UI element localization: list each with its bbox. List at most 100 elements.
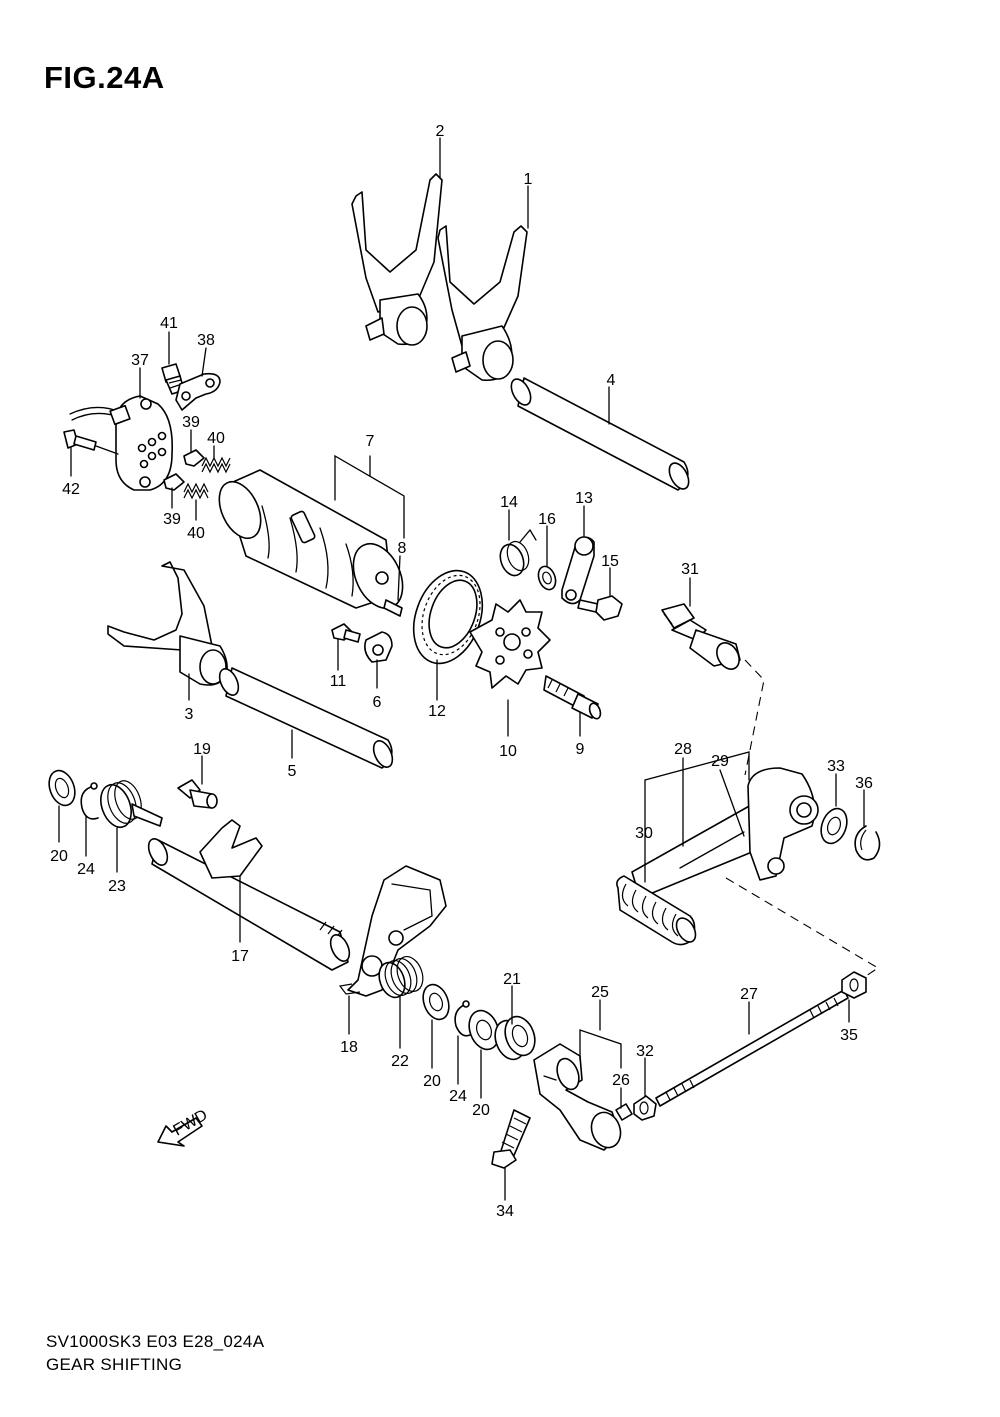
fork-shaft-4 xyxy=(510,377,690,491)
callout-24-left: 24 xyxy=(77,861,95,878)
callout-17: 17 xyxy=(231,948,249,965)
callout-19: 19 xyxy=(193,741,211,758)
spring-22 xyxy=(378,955,424,999)
bearing-12 xyxy=(412,569,484,665)
callout-8: 8 xyxy=(398,540,407,557)
callout-40-lower: 40 xyxy=(187,525,205,542)
shift-fork-3 xyxy=(107,561,228,686)
bolt-42 xyxy=(63,429,119,455)
callout-20-left: 20 xyxy=(50,848,68,865)
assembly-line-31 xyxy=(744,659,765,776)
figure-title: FIG.24A xyxy=(44,60,165,95)
spring-14 xyxy=(499,528,537,577)
stud-bolt-19 xyxy=(177,779,218,809)
diagram-caption: GEAR SHIFTING xyxy=(46,1355,183,1374)
cam-stopper-6 xyxy=(364,631,393,663)
callout-23: 23 xyxy=(108,878,126,895)
pin-39-lower xyxy=(163,473,185,491)
figure-footer: SV1000SK3 E03 E28_024A GEAR SHIFTING xyxy=(46,1330,264,1376)
oil-seal-21 xyxy=(494,1015,536,1061)
pin-8 xyxy=(383,599,403,617)
callout-40-upper: 40 xyxy=(207,430,225,447)
gearshift-rod-27 xyxy=(655,989,849,1107)
circlip-24-left xyxy=(80,782,99,820)
callout-29: 29 xyxy=(711,753,729,770)
callout-3: 3 xyxy=(185,706,194,723)
pin-39-upper xyxy=(183,449,205,467)
bolt-9 xyxy=(543,675,602,720)
gearshift-link-25 xyxy=(533,1043,622,1151)
return-spring-23 xyxy=(100,780,163,829)
shift-fork-2 xyxy=(351,173,443,346)
spring-40-upper xyxy=(201,456,231,474)
gear-position-sensor-37 xyxy=(69,395,174,491)
callout-22: 22 xyxy=(391,1053,409,1070)
callout-24-mid: 24 xyxy=(449,1088,467,1105)
callout-30: 30 xyxy=(635,825,653,842)
nut-35 xyxy=(841,971,867,999)
callout-15: 15 xyxy=(601,553,619,570)
washer-16 xyxy=(537,565,557,591)
gearshift-shaft-17 xyxy=(147,819,351,971)
washer-33 xyxy=(820,807,848,845)
callout-18: 18 xyxy=(340,1039,358,1056)
callout-21: 21 xyxy=(503,971,521,988)
cam-stopper-13 xyxy=(561,536,595,605)
callout-37: 37 xyxy=(131,352,149,369)
callout-20-right: 20 xyxy=(472,1102,490,1119)
callout-14: 14 xyxy=(500,494,518,511)
callout-31: 31 xyxy=(681,561,699,578)
circlip-24-mid xyxy=(454,1000,473,1037)
callout-38: 38 xyxy=(197,332,215,349)
callout-5: 5 xyxy=(288,763,297,780)
callout-35: 35 xyxy=(840,1027,858,1044)
diagram-code: SV1000SK3 E03 E28_024A xyxy=(46,1332,265,1351)
fork-shaft-5 xyxy=(218,667,394,769)
callout-6: 6 xyxy=(373,694,382,711)
cam-driven-gear-10 xyxy=(469,599,551,689)
callout-numbers: 1 2 3 4 5 6 7 8 9 10 11 12 13 14 15 16 1… xyxy=(50,123,873,1220)
callout-16: 16 xyxy=(538,511,556,528)
callout-33: 33 xyxy=(827,758,845,775)
shift-lever-bolt-31 xyxy=(661,603,741,670)
callout-2: 2 xyxy=(436,123,445,140)
callout-32: 32 xyxy=(636,1043,654,1060)
callout-34: 34 xyxy=(496,1203,514,1220)
washer-20-mid xyxy=(422,983,450,1021)
shift-fork-1 xyxy=(437,225,528,382)
forward-direction-icon: FWD xyxy=(157,1107,211,1147)
callout-7: 7 xyxy=(366,433,375,450)
screw-11 xyxy=(331,623,361,643)
rod-joint-26 xyxy=(615,1103,633,1121)
callout-1: 1 xyxy=(524,171,533,188)
footrest-rubber-30 xyxy=(616,875,697,946)
spring-40-lower xyxy=(183,482,209,500)
callout-41: 41 xyxy=(160,315,178,332)
callout-9: 9 xyxy=(576,741,585,758)
gearshift-lever-28 xyxy=(631,767,819,899)
callout-11: 11 xyxy=(330,673,347,690)
circlip-36 xyxy=(854,825,881,861)
gear-shift-cam-7 xyxy=(218,469,404,609)
callout-4: 4 xyxy=(607,372,616,389)
bolt-15 xyxy=(577,595,623,621)
callout-28: 28 xyxy=(674,741,692,758)
callout-39-upper: 39 xyxy=(182,414,200,431)
leader-lines xyxy=(58,137,865,1201)
bolt-34 xyxy=(491,1109,531,1169)
plate-38 xyxy=(175,372,221,411)
callout-10: 10 xyxy=(499,743,517,760)
callout-26: 26 xyxy=(612,1072,630,1089)
callout-12: 12 xyxy=(428,703,446,720)
gearshift-arm-18 xyxy=(338,865,447,997)
washer-20-left xyxy=(48,769,76,807)
callout-25: 25 xyxy=(591,984,609,1001)
callout-13: 13 xyxy=(575,490,593,507)
callout-27: 27 xyxy=(740,986,758,1003)
callout-42: 42 xyxy=(62,481,80,498)
assembly-line-27 xyxy=(725,877,880,977)
nut-32 xyxy=(633,1095,657,1121)
callout-36: 36 xyxy=(855,775,873,792)
callout-20-mid: 20 xyxy=(423,1073,441,1090)
